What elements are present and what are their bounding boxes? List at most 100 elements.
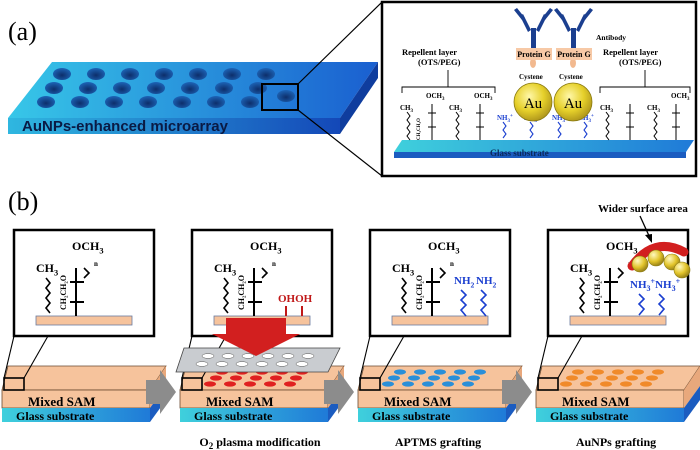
step-caption: O2 plasma modification xyxy=(199,435,321,450)
ch2ch2o-label: CH₂CH₂O xyxy=(415,275,424,310)
spot-activated xyxy=(264,381,276,387)
zoom-line-top xyxy=(297,1,383,85)
cystene-left: Cystene xyxy=(519,73,543,81)
microarray-well xyxy=(189,68,207,80)
microarray-well xyxy=(121,68,139,80)
mixed-sam-label: Mixed SAM xyxy=(384,394,452,409)
spot-activated xyxy=(230,375,242,381)
microarray-well xyxy=(87,68,105,80)
glass-substrate-label: Glass substrate xyxy=(16,409,95,423)
process-arrow-icon xyxy=(324,370,354,414)
microarray-well xyxy=(223,68,241,80)
zoom-substrate xyxy=(569,315,667,326)
spot-aunp xyxy=(652,369,664,375)
ch3-left-1: CH3 xyxy=(400,104,414,114)
spot-aunp xyxy=(586,375,598,381)
glass-substrate-label: Glass substrate xyxy=(194,409,273,423)
glass-substrate-layer xyxy=(2,408,150,422)
repellent-left-line2: (OTS/PEG) xyxy=(418,57,461,67)
process-arrow-icon xyxy=(146,370,176,414)
zoom-region-box xyxy=(359,377,381,391)
microarray-well xyxy=(79,82,97,94)
ch3-label: CH3 xyxy=(392,261,414,278)
microarray-well xyxy=(53,68,71,80)
spot-aunp xyxy=(632,369,644,375)
spot-amine xyxy=(454,369,466,375)
spot-activated xyxy=(284,381,296,387)
spot-aunp xyxy=(572,369,584,375)
wider-surface-pointer xyxy=(639,215,651,239)
spot-aunp xyxy=(566,375,578,381)
spot-amine xyxy=(474,369,486,375)
spot-activated xyxy=(204,381,216,387)
wider-surface-arrowhead xyxy=(645,234,652,243)
spot-aunp xyxy=(600,381,612,387)
protein-g-right xyxy=(556,48,592,60)
spot-amine xyxy=(468,375,480,381)
spot-activated xyxy=(244,381,256,387)
microarray-label: AuNPs-enhanced microarray xyxy=(22,118,229,135)
au-particle-left xyxy=(513,82,553,122)
inset-detail: Glass substrate Repellent layer (OTS/PEG… xyxy=(380,0,698,178)
och3-label: OCH3 xyxy=(606,239,638,256)
protein-g-left xyxy=(516,48,552,60)
ch2ch2o-label: CH₂CH₂O xyxy=(593,275,602,310)
cystene-right: Cystene xyxy=(559,73,583,81)
zoom-substrate xyxy=(391,315,489,326)
microarray-well xyxy=(45,82,63,94)
glass-substrate-layer xyxy=(536,408,684,422)
repellent-left-line1: Repellent layer xyxy=(402,47,457,57)
panel-a-label: (a) xyxy=(8,17,37,46)
mixed-sam-label: Mixed SAM xyxy=(28,394,96,409)
microarray-well xyxy=(277,90,295,102)
microarray-well xyxy=(173,96,191,108)
microarray-well xyxy=(139,96,157,108)
mixed-sam-label: Mixed SAM xyxy=(562,394,630,409)
repellent-chains-left: CH3 CH₂CH₂O OCH3 CH3 OCH3 xyxy=(400,92,493,141)
spot-aunp xyxy=(580,381,592,387)
spot-amine xyxy=(422,381,434,387)
svg-text:Protein G: Protein G xyxy=(557,50,590,59)
spot-amine xyxy=(388,375,400,381)
ch2ch2o-label: CH₂CH₂O xyxy=(59,275,68,310)
spot-activated xyxy=(270,375,282,381)
spot-aunp xyxy=(592,369,604,375)
microarray-well xyxy=(155,68,173,80)
mixed-sam-top xyxy=(1,365,167,391)
spot-amine xyxy=(408,375,420,381)
n-label: n xyxy=(272,260,276,268)
microarray-well xyxy=(71,96,89,108)
spot-aunp xyxy=(640,381,652,387)
spot-activated xyxy=(210,375,222,381)
au-nanoparticle xyxy=(631,255,649,273)
repellent-right-line1: Repellent layer xyxy=(603,47,658,57)
spot-activated xyxy=(290,375,302,381)
nh3-1: NH3+ xyxy=(497,114,513,124)
zoom-region-box xyxy=(181,377,203,391)
zoom-region-box xyxy=(3,377,25,391)
microarray-well xyxy=(147,82,165,94)
au-nanoparticle xyxy=(673,261,691,279)
microarray-well xyxy=(241,96,259,108)
och3-label: OCH3 xyxy=(428,239,460,256)
spot-aunp xyxy=(646,375,658,381)
antibody-label: Antibody xyxy=(596,33,626,42)
spot-amine xyxy=(402,381,414,387)
zoom-region-box xyxy=(537,377,559,391)
n-label: n xyxy=(450,260,454,268)
au-label-left: Au xyxy=(524,96,543,112)
repellent-chains-right: CH3 CH3 OCH3 xyxy=(600,92,690,141)
step-caption: AuNPs grafting xyxy=(576,435,656,449)
microarray-well xyxy=(113,82,131,94)
och3-left: OCH3 xyxy=(426,92,445,102)
n-label: n xyxy=(94,260,98,268)
repellent-right-line2: (OTS/PEG) xyxy=(619,57,662,67)
spot-amine xyxy=(434,369,446,375)
au-particle-right xyxy=(553,82,593,122)
microarray-wells xyxy=(37,68,295,108)
svg-text:Protein G: Protein G xyxy=(517,50,550,59)
spot-amine xyxy=(462,381,474,387)
spot-aunp xyxy=(626,375,638,381)
